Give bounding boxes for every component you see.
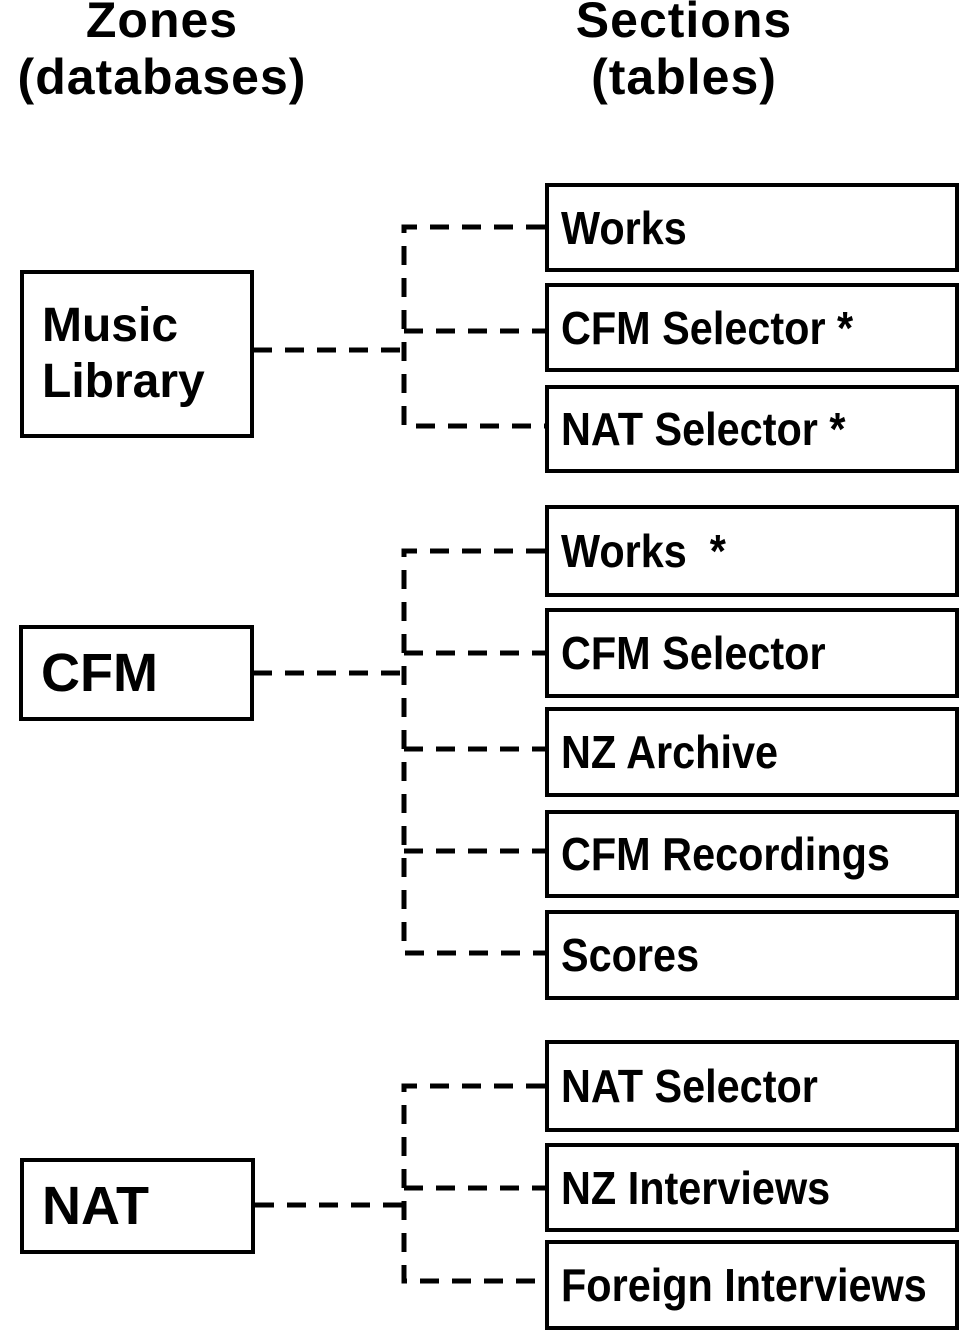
section-label-cfm-recordings: CFM Recordings	[561, 828, 890, 880]
section-label-works: Works	[561, 201, 687, 254]
section-box-cfm-recordings: CFM Recordings	[545, 810, 959, 898]
section-label-nz-interviews: NZ Interviews	[561, 1161, 831, 1214]
section-box-nz-archive: NZ Archive	[545, 707, 959, 797]
sections-column-title: Sections (tables)	[524, 0, 844, 106]
section-box-works-star: Works *	[545, 505, 959, 597]
section-label-works-star: Works *	[561, 525, 726, 577]
sections-title-line2: (tables)	[591, 49, 777, 105]
section-label-foreign-interviews: Foreign Interviews	[561, 1259, 927, 1311]
section-box-nat-selector: NAT Selector	[545, 1040, 959, 1132]
section-box-cfm-selector-star: CFM Selector *	[545, 283, 959, 372]
section-box-scores: Scores	[545, 910, 959, 1000]
zone-box-nat: NAT	[20, 1158, 255, 1254]
connector-music-library-trunk	[401, 224, 545, 429]
zone-label-cfm: CFM	[41, 642, 158, 703]
section-box-works: Works	[545, 183, 959, 272]
connector-cfm-trunk	[401, 548, 545, 956]
zone-box-cfm: CFM	[19, 625, 254, 721]
sections-title-line1: Sections	[575, 0, 793, 48]
section-label-scores: Scores	[561, 929, 700, 981]
section-label-cfm-selector: CFM Selector	[561, 627, 826, 679]
zones-title-line1: Zones	[85, 0, 239, 48]
zone-label-music-library: Music Library	[42, 299, 205, 408]
section-box-nz-interviews: NZ Interviews	[545, 1143, 959, 1232]
section-label-nat-selector-star: NAT Selector *	[561, 403, 846, 455]
zone-box-music-library: Music Library	[20, 270, 254, 438]
section-label-cfm-selector-star: CFM Selector *	[561, 301, 854, 354]
section-label-nat-selector: NAT Selector	[561, 1060, 818, 1112]
zones-title-line2: (databases)	[17, 49, 307, 105]
connector-nat-trunk	[401, 1083, 545, 1284]
section-box-foreign-interviews: Foreign Interviews	[545, 1240, 959, 1330]
section-label-nz-archive: NZ Archive	[561, 726, 779, 778]
section-box-cfm-selector: CFM Selector	[545, 608, 959, 698]
section-box-nat-selector-star: NAT Selector *	[545, 385, 959, 473]
zone-label-nat: NAT	[42, 1175, 149, 1236]
zones-column-title: Zones (databases)	[0, 0, 332, 106]
